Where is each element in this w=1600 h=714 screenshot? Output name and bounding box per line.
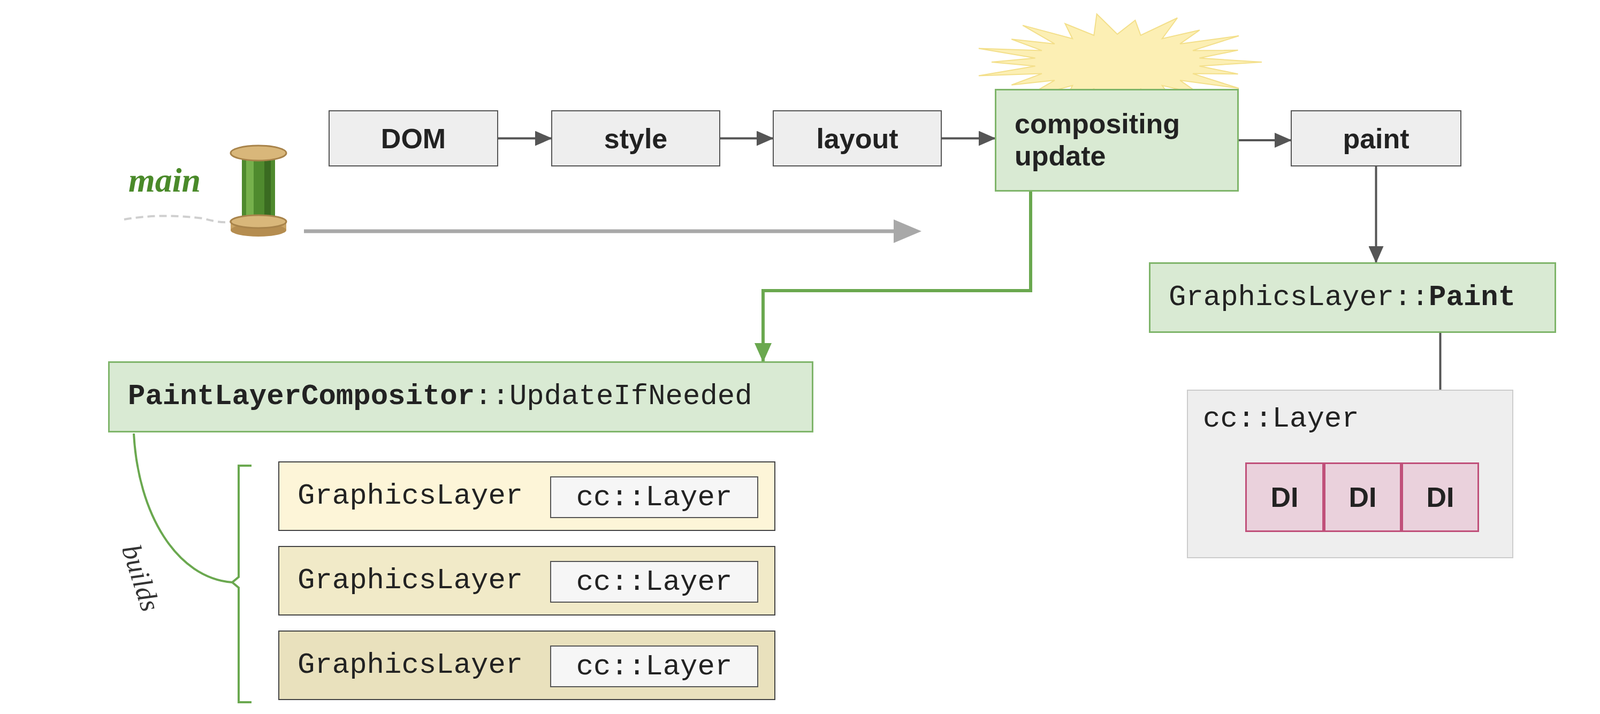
- flow-arrow: [1238, 139, 1291, 142]
- node-text: Paint: [1428, 280, 1516, 314]
- text-wrap: DI: [1246, 463, 1323, 531]
- text-line: GraphicsLayer::Paint: [1168, 280, 1516, 315]
- text-wrap: layout: [773, 111, 941, 166]
- node-text: paint: [1342, 123, 1409, 155]
- stage-box: layout: [772, 110, 942, 167]
- node-text: DOM: [381, 123, 446, 155]
- text-wrap: style: [552, 111, 720, 166]
- graphics-layer-box: GraphicsLayer cc::Layer: [278, 545, 776, 616]
- flow-arrow: [941, 137, 995, 140]
- text-line: cc::Layer: [576, 481, 733, 514]
- stage-box: DOM: [328, 110, 499, 167]
- display-item: DI: [1323, 462, 1402, 532]
- display-item: DI: [1401, 462, 1480, 532]
- text-wrap: cc::Layer: [551, 646, 758, 687]
- display-item: DI: [1245, 462, 1324, 532]
- node-text: compositing update: [1014, 108, 1180, 172]
- text-wrap: DI: [1325, 463, 1400, 531]
- text-line: DI: [1349, 481, 1377, 514]
- text-line: GraphicsLayer: [297, 564, 523, 598]
- text-line: style: [604, 122, 668, 155]
- text-line: layout: [816, 122, 898, 155]
- node-text: layout: [816, 123, 898, 155]
- cc-layer-box: cc::Layer: [550, 560, 759, 603]
- text-line: DI: [1426, 481, 1455, 514]
- flow-arrow: [498, 137, 552, 140]
- method-box: GraphicsLayer::Paint: [1148, 262, 1557, 333]
- node-text: DI: [1349, 481, 1377, 513]
- text-line: compositing update: [1014, 108, 1227, 173]
- text-line: PaintLayerCompositor::UpdateIfNeeded: [127, 379, 753, 414]
- flow-arrow: [720, 137, 773, 140]
- text-line: cc::Layer: [576, 650, 733, 683]
- compositing-box: compositing update: [994, 88, 1239, 192]
- main-thread-arrowhead: [893, 219, 922, 243]
- text-wrap: cc::Layer: [551, 477, 758, 517]
- thread-spool: [124, 145, 287, 237]
- node-text: GraphicsLayer::: [1168, 280, 1429, 314]
- node-text: GraphicsLayer: [297, 648, 523, 682]
- text-wrap: compositing update: [1014, 90, 1227, 190]
- graphics-layer-box: GraphicsLayer cc::Layer: [278, 630, 776, 700]
- text-wrap: cc::Layer: [1202, 402, 1360, 436]
- text-wrap: cc::Layer: [551, 561, 758, 602]
- node-text: ::UpdateIfNeeded: [474, 379, 752, 413]
- cc-layer-box: cc::Layer: [550, 645, 759, 688]
- node-text: DI: [1426, 481, 1455, 513]
- text-wrap: PaintLayerCompositor::UpdateIfNeeded: [127, 362, 802, 431]
- bracket-label: builds: [115, 540, 167, 615]
- node-text: GraphicsLayer: [297, 564, 523, 597]
- text-wrap: paint: [1291, 111, 1461, 166]
- text-line: DOM: [381, 122, 446, 155]
- node-text: GraphicsLayer: [297, 479, 523, 513]
- text-line: paint: [1342, 122, 1409, 155]
- stage-box: style: [551, 110, 721, 167]
- flow-arrow: [1375, 166, 1378, 263]
- graphics-layer-box: GraphicsLayer cc::Layer: [278, 461, 776, 531]
- node-text: cc::Layer: [576, 481, 733, 514]
- text-wrap: DI: [1403, 463, 1478, 531]
- stage-box: paint: [1290, 110, 1462, 167]
- text-wrap: GraphicsLayer::Paint: [1168, 263, 1544, 332]
- text-line: cc::Layer: [1202, 402, 1360, 436]
- cc-layer-container: cc::LayerDI DI DI: [1186, 389, 1514, 559]
- text-line: cc::Layer: [576, 565, 733, 599]
- node-text: cc::Layer: [1202, 402, 1360, 436]
- text-line: DI: [1270, 481, 1299, 514]
- node-text: DI: [1270, 481, 1299, 513]
- text-wrap: DOM: [329, 111, 498, 166]
- method-box: PaintLayerCompositor::UpdateIfNeeded: [108, 361, 814, 433]
- node-text: cc::Layer: [576, 650, 733, 683]
- compositing-connector: [763, 191, 1031, 362]
- text-line: GraphicsLayer: [297, 648, 523, 682]
- main-thread-arrow: [303, 229, 905, 234]
- text-line: GraphicsLayer: [297, 479, 523, 513]
- node-text: style: [604, 123, 668, 155]
- cc-layer-box: cc::Layer: [550, 476, 759, 518]
- node-text: PaintLayerCompositor: [127, 379, 475, 413]
- thread-label: main: [128, 160, 201, 201]
- node-text: cc::Layer: [576, 565, 733, 599]
